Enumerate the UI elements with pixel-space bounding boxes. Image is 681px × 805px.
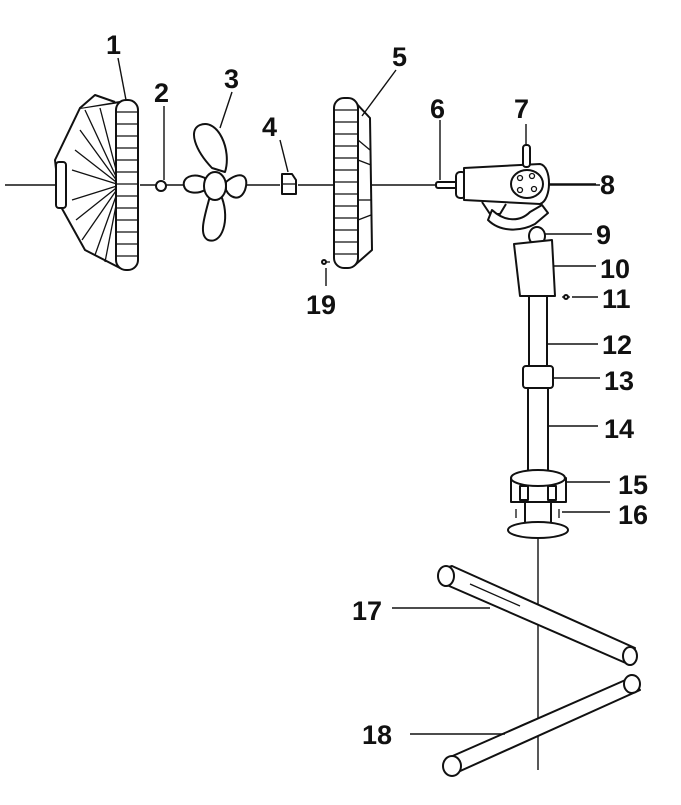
callout-labels: 1 2 3 4 5 6 7 8 9 10 11 12 13 14 15 16 1… xyxy=(106,30,648,750)
blade-nut xyxy=(281,173,297,195)
callout-1: 1 xyxy=(106,30,121,60)
grille-screw xyxy=(321,259,330,265)
rear-grille xyxy=(333,97,373,269)
callout-8: 8 xyxy=(600,170,615,200)
callout-4: 4 xyxy=(262,112,277,142)
callout-6: 6 xyxy=(430,94,445,124)
front-grille xyxy=(54,94,139,271)
spinner-cap xyxy=(155,180,167,192)
callout-11: 11 xyxy=(602,284,631,314)
motor-shaft xyxy=(435,181,459,189)
callout-5: 5 xyxy=(392,42,407,72)
lower-pole xyxy=(527,387,549,473)
fan-blade xyxy=(182,123,248,242)
upper-pole xyxy=(528,295,548,367)
callout-16: 16 xyxy=(618,500,648,530)
callout-7: 7 xyxy=(514,94,529,124)
callout-18: 18 xyxy=(362,720,392,750)
base-plate xyxy=(507,501,569,539)
bracket-screw xyxy=(562,294,570,300)
upper-base-leg xyxy=(437,565,638,666)
motor-bracket xyxy=(513,239,556,297)
leader-lines xyxy=(117,57,610,735)
callout-2: 2 xyxy=(154,78,169,108)
base-joint xyxy=(510,469,567,503)
callout-15: 15 xyxy=(618,470,648,500)
callout-19: 19 xyxy=(306,290,336,320)
callout-10: 10 xyxy=(600,254,630,284)
callout-3: 3 xyxy=(224,64,239,94)
callout-14: 14 xyxy=(604,414,634,444)
height-collar xyxy=(522,365,554,389)
lower-base-leg xyxy=(442,674,641,777)
callout-12: 12 xyxy=(602,330,632,360)
callout-13: 13 xyxy=(604,366,634,396)
oscillation-knob xyxy=(522,144,531,168)
callout-9: 9 xyxy=(596,220,611,250)
motor-housing xyxy=(455,144,550,231)
callout-17: 17 xyxy=(352,596,382,626)
